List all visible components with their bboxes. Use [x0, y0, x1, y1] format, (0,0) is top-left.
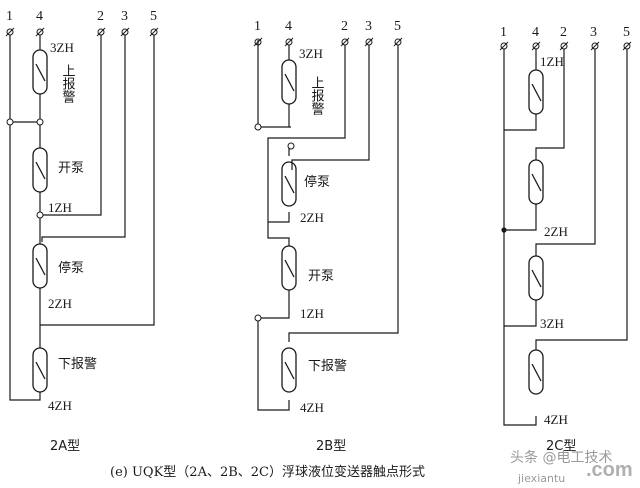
terminal-4-icon [284, 37, 294, 47]
wire-1 [257, 40, 291, 128]
switch-name: 停泵 [58, 260, 84, 276]
float-switch-3zh-icon [528, 255, 544, 301]
wire-5 [40, 35, 155, 326]
terminal-label-2: 2 [341, 19, 348, 34]
float-switch-3zh-icon [281, 59, 297, 105]
wire-1zh-to-common [504, 114, 537, 131]
terminal-label-4: 4 [285, 19, 292, 34]
node-icon [254, 314, 262, 322]
terminal-3-icon [364, 37, 374, 47]
switch-code: 1ZH [540, 54, 564, 69]
terminal-label-4: 4 [532, 25, 539, 40]
diagram-label: 2C型 [546, 439, 576, 454]
switch-code: 2ZH [48, 296, 72, 311]
terminal-label-5: 5 [394, 19, 401, 34]
wire-2 [267, 45, 346, 246]
terminal-1-icon [5, 27, 15, 37]
terminal-label-4: 4 [36, 9, 43, 24]
terminal-1-icon [499, 41, 509, 51]
switch-name: 停泵 [304, 174, 330, 190]
float-switch-3zh-icon [32, 49, 48, 95]
diagram-2b: 1 4 2 3 5 3ZH 上报警 停泵 2ZH 开泵 1ZH 下报警 4ZH … [253, 19, 403, 454]
switch-code: 4ZH [544, 412, 568, 427]
switch-code: 1ZH [300, 306, 324, 321]
switch-name: 上报警 [60, 64, 76, 103]
wire-3 [41, 35, 126, 242]
switch-code: 1ZH [48, 200, 72, 215]
switch-name: 上报警 [309, 76, 325, 115]
terminal-label-3: 3 [365, 19, 372, 34]
float-switch-1zh-icon [32, 147, 48, 193]
wire-2 [40, 35, 102, 216]
terminal-3-icon [590, 41, 600, 51]
switch-code: 4ZH [48, 398, 72, 413]
switch-code: 3ZH [50, 40, 74, 55]
terminal-5-icon [393, 37, 403, 47]
watermark-site: jiexiantu [517, 472, 565, 485]
diagram-2a: 1 4 2 3 5 3ZH 上报警 开泵 1ZH 停泵 2ZH 下报警 4ZH [5, 9, 159, 454]
terminal-label-1: 1 [500, 25, 507, 40]
wire-5 [288, 45, 399, 342]
terminal-2-icon [340, 37, 350, 47]
float-switch-2zh-icon [528, 159, 544, 205]
wire-3 [535, 49, 596, 256]
float-switch-2zh-icon [32, 243, 48, 289]
float-switch-4zh-icon [32, 347, 48, 393]
watermark-domain: .com [586, 459, 633, 481]
wire-5 [535, 49, 628, 350]
terminal-2-icon [559, 41, 569, 51]
wire-stopper [268, 146, 290, 223]
junction-dot-icon [501, 227, 507, 233]
switch-name: 下报警 [58, 356, 97, 372]
terminal-label-1: 1 [254, 19, 261, 34]
switch-name: 开泵 [58, 161, 84, 176]
node-icon [36, 211, 44, 219]
terminal-3-icon [120, 27, 130, 37]
terminal-label-5: 5 [150, 9, 157, 24]
wire-3 [291, 45, 370, 170]
switch-code: 2ZH [300, 210, 324, 225]
terminal-label-3: 3 [121, 9, 128, 24]
switch-name: 开泵 [308, 269, 334, 284]
switch-code: 4ZH [300, 400, 324, 415]
switch-code: 2ZH [544, 224, 568, 239]
watermark-text: 头条 @电工技术 [510, 449, 612, 466]
terminal-5-icon [149, 27, 159, 37]
node-icon [36, 118, 44, 126]
wire-1 [9, 35, 41, 401]
terminal-4-icon [35, 27, 45, 37]
wire-2zh-to-common [504, 204, 537, 231]
float-switch-1zh-icon [281, 245, 297, 291]
switch-code: 3ZH [299, 46, 323, 61]
terminal-label-3: 3 [590, 25, 597, 40]
wire-1 [503, 49, 537, 426]
switch-name: 下报警 [308, 358, 347, 374]
switch-code: 3ZH [540, 316, 564, 331]
float-switch-2zh-icon [281, 161, 297, 207]
wire-open-to-low [257, 290, 290, 411]
terminal-2-icon [96, 27, 106, 37]
wire-2 [535, 49, 565, 160]
terminal-5-icon [622, 41, 632, 51]
terminal-label-2: 2 [97, 9, 104, 24]
node-icon [6, 118, 14, 126]
wire-3zh-to-common [504, 300, 537, 327]
diagram-label: 2B型 [316, 439, 346, 454]
float-switch-4zh-icon [528, 349, 544, 395]
terminal-label-2: 2 [560, 25, 567, 40]
float-switch-1zh-icon [528, 69, 544, 115]
terminal-4-icon [531, 41, 541, 51]
node-icon [254, 123, 262, 131]
diagram-2c: 1 4 2 3 5 1ZH 2ZH 3ZH 4ZH 2C型 [499, 25, 632, 454]
diagram-label: 2A型 [50, 439, 80, 454]
terminal-label-5: 5 [623, 25, 630, 40]
figure-caption: (e) UQK型（2A、2B、2C）浮球液位变送器触点形式 [110, 464, 425, 480]
float-switch-4zh-icon [281, 347, 297, 393]
node-icon [287, 142, 295, 150]
terminal-label-1: 1 [6, 9, 13, 24]
